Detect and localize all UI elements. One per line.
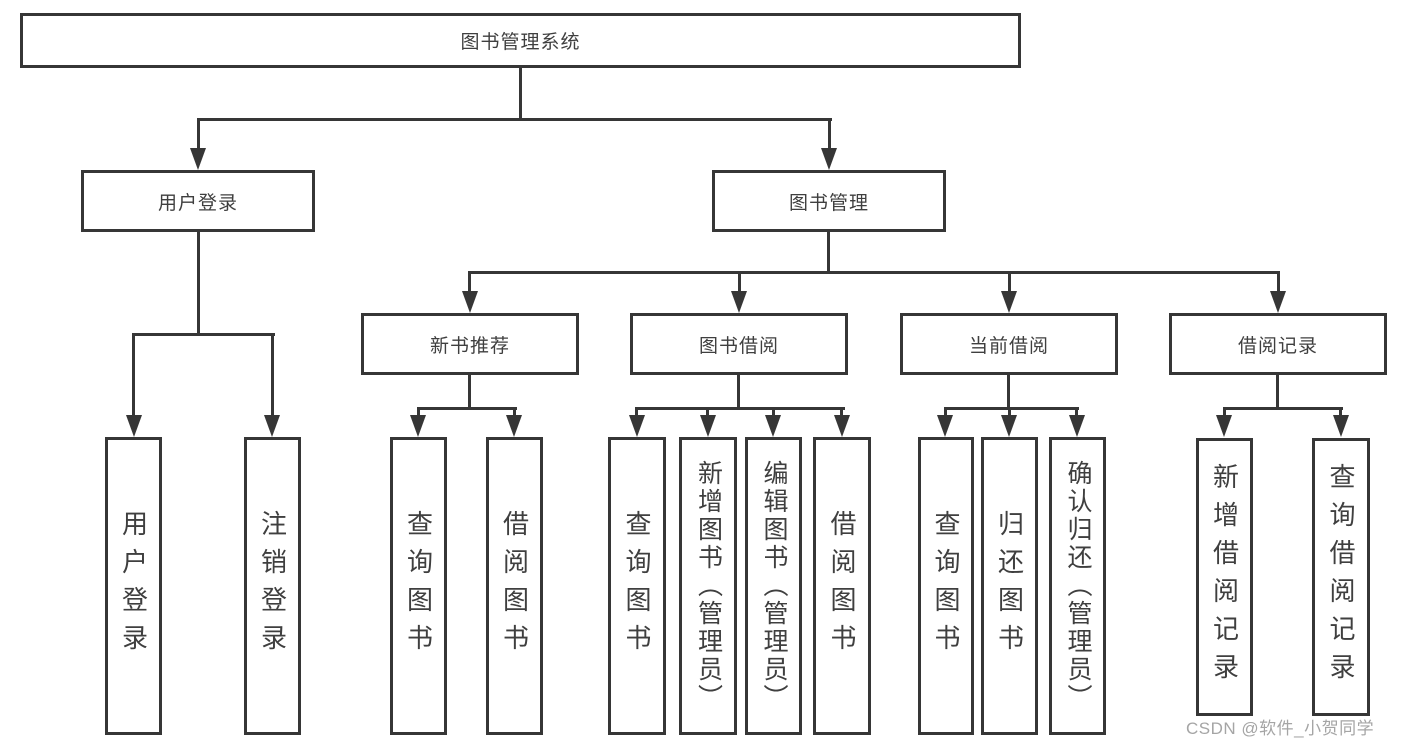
csdn-watermark: CSDN @软件_小贺同学 (1186, 719, 1375, 738)
node-new-book-recommend: 新书推荐 (361, 313, 579, 375)
connector-line (772, 407, 775, 417)
arrow-down-icon (410, 415, 426, 437)
node-label: 查询图书 (622, 510, 652, 662)
node-label: 图书管理系统 (460, 32, 581, 53)
connector-line (944, 407, 947, 417)
node-label: 归还图书 (994, 510, 1025, 662)
connector-line (738, 271, 741, 293)
connector-line (468, 375, 471, 410)
arrow-down-icon (1333, 415, 1349, 437)
leaf-borrow-books-recommend: 借阅图书 (486, 437, 543, 735)
leaf-logout: 注销登录 (244, 437, 301, 735)
leaf-confirm-return-admin: 确认归还（管理员） (1049, 437, 1106, 735)
node-user-login: 用户登录 (81, 170, 315, 232)
arrow-down-icon (264, 415, 280, 437)
connector-line (417, 407, 517, 410)
connector-line (197, 118, 832, 121)
connector-line (828, 118, 831, 150)
connector-line (1008, 271, 1011, 293)
leaf-add-books-admin: 新增图书（管理员） (679, 437, 737, 735)
arrow-down-icon (126, 415, 142, 437)
connector-line (706, 407, 709, 417)
arrow-down-icon (834, 415, 850, 437)
connector-line (944, 407, 1079, 410)
leaf-query-borrow-record: 查询借阅记录 (1312, 438, 1370, 716)
arrow-down-icon (700, 415, 716, 437)
leaf-add-borrow-record: 新增借阅记录 (1196, 438, 1253, 716)
connector-line (519, 68, 522, 121)
connector-line (737, 375, 740, 410)
node-label: 编辑图书（管理员） (760, 460, 788, 712)
arrow-down-icon (1216, 415, 1232, 437)
leaf-borrow-books: 借阅图书 (813, 437, 871, 735)
connector-line (417, 407, 420, 417)
arrow-down-icon (190, 148, 206, 170)
leaf-edit-books-admin: 编辑图书（管理员） (745, 437, 802, 735)
arrow-down-icon (629, 415, 645, 437)
leaf-query-books-borrowing: 查询图书 (608, 437, 666, 735)
leaf-user-login: 用户登录 (105, 437, 162, 735)
node-borrow-records: 借阅记录 (1169, 313, 1387, 375)
connector-line (635, 407, 638, 417)
connector-line (635, 407, 845, 410)
node-book-borrowing: 图书借阅 (630, 313, 848, 375)
node-label: 图书管理 (788, 192, 869, 214)
node-label: 查询图书 (931, 510, 961, 662)
connector-line (468, 271, 471, 293)
connector-line (271, 333, 274, 417)
connector-line (468, 271, 1280, 274)
node-label: 新增图书（管理员） (694, 460, 723, 712)
connector-line (1277, 271, 1280, 293)
arrow-down-icon (937, 415, 953, 437)
node-current-borrowing: 当前借阅 (900, 313, 1118, 375)
node-label: 借阅记录 (1237, 335, 1318, 357)
connector-line (1276, 375, 1279, 410)
arrow-down-icon (506, 415, 522, 437)
node-label: 新增借阅记录 (1209, 463, 1240, 691)
node-label: 用户登录 (118, 510, 149, 662)
connector-line (132, 333, 135, 417)
node-label: 借阅图书 (499, 510, 530, 662)
node-label: 查询借阅记录 (1326, 463, 1356, 691)
arrow-down-icon (765, 415, 781, 437)
connector-line (1339, 407, 1342, 417)
node-label: 图书借阅 (698, 335, 779, 357)
node-label: 用户登录 (157, 192, 238, 214)
node-label: 查询图书 (403, 510, 434, 662)
connector-line (197, 232, 200, 335)
arrow-down-icon (1270, 291, 1286, 313)
connector-line (840, 407, 843, 417)
node-book-management: 图书管理 (712, 170, 946, 232)
arrow-down-icon (821, 148, 837, 170)
connector-line (1008, 407, 1011, 417)
connector-line (132, 333, 275, 336)
connector-line (513, 407, 516, 417)
arrow-down-icon (1001, 415, 1017, 437)
leaf-query-books-current: 查询图书 (918, 437, 974, 735)
connector-line (1223, 407, 1343, 410)
connector-line (827, 232, 830, 274)
connector-line (1007, 375, 1010, 410)
node-label: 借阅图书 (827, 510, 857, 662)
node-label: 确认归还（管理员） (1064, 460, 1092, 712)
node-label: 当前借阅 (968, 335, 1049, 357)
arrow-down-icon (462, 291, 478, 313)
leaf-query-books-recommend: 查询图书 (390, 437, 447, 735)
connector-line (1075, 407, 1078, 417)
connector-line (197, 118, 200, 150)
node-label: 新书推荐 (429, 335, 510, 357)
arrow-down-icon (1001, 291, 1017, 313)
connector-line (1223, 407, 1226, 417)
arrow-down-icon (1069, 415, 1085, 437)
node-label: 注销登录 (257, 510, 288, 662)
leaf-return-books: 归还图书 (981, 437, 1038, 735)
arrow-down-icon (731, 291, 747, 313)
node-library-system: 图书管理系统 (20, 13, 1021, 68)
